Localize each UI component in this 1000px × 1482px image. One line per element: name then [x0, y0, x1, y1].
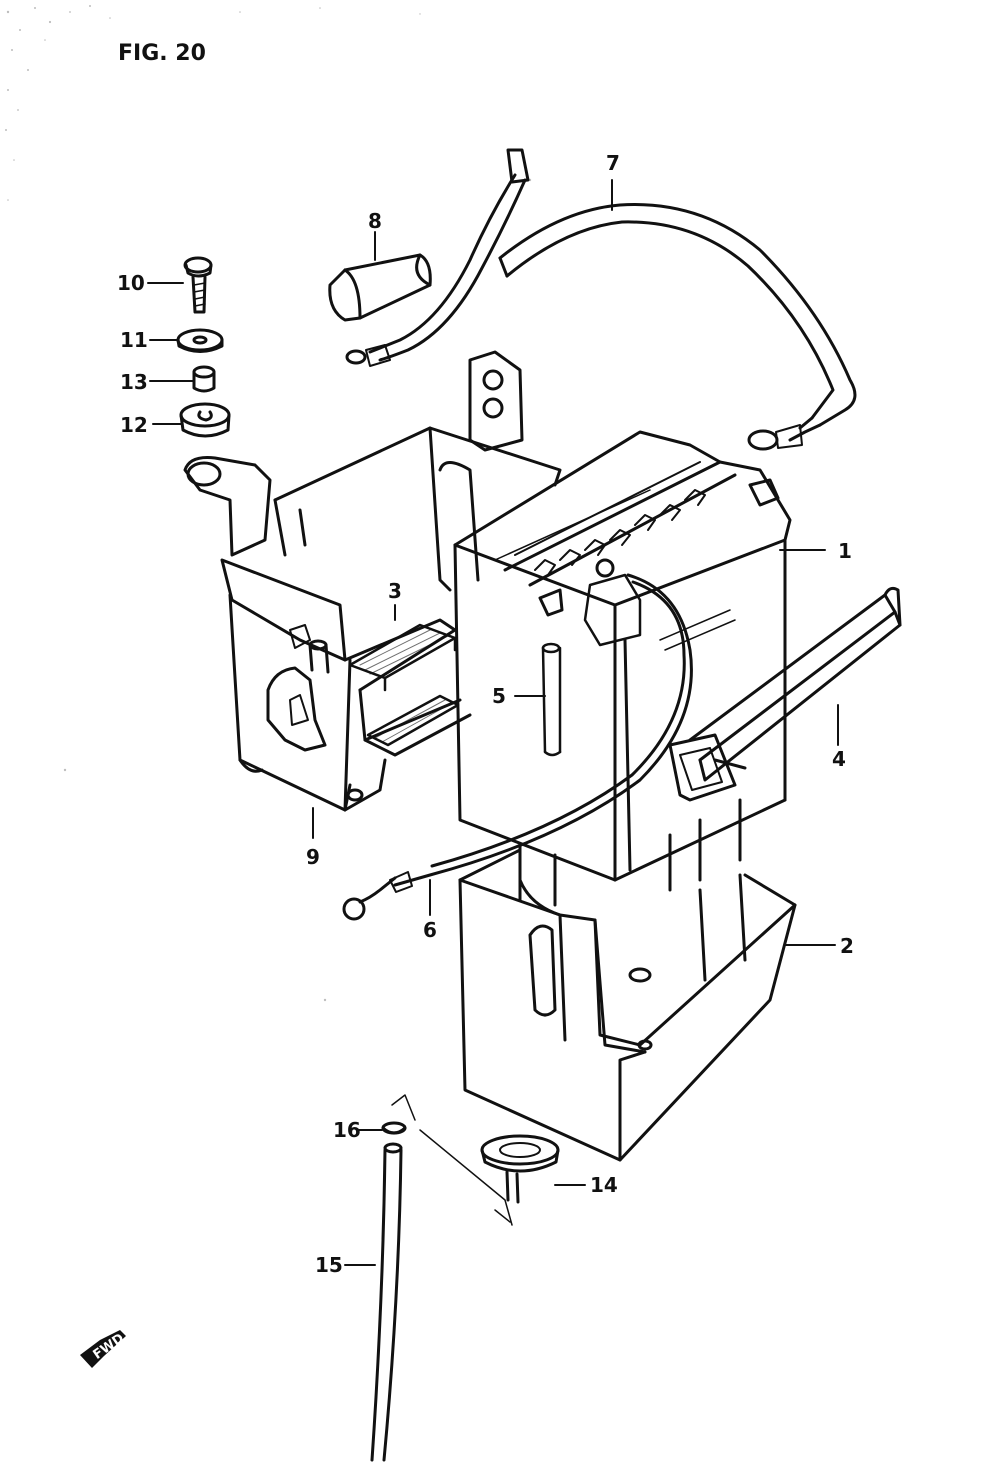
callout-1: 1 — [838, 539, 852, 563]
callout-13: 13 — [120, 370, 148, 394]
battery-holder-bracket — [183, 350, 562, 812]
callout-9: 9 — [306, 845, 320, 869]
callout-8: 8 — [368, 209, 382, 233]
figure-title: FIG. 20 — [118, 41, 206, 66]
callout-14: 14 — [590, 1173, 618, 1197]
callout-12: 12 — [120, 413, 148, 437]
positive-cable — [345, 148, 857, 451]
callout-3: 3 — [388, 579, 402, 603]
callout-5: 5 — [492, 684, 506, 708]
battery-case — [458, 848, 797, 1162]
callout-16: 16 — [333, 1118, 361, 1142]
hose-clip — [381, 1121, 407, 1135]
negative-cable — [342, 573, 693, 921]
callout-11: 11 — [120, 328, 148, 352]
callout-6: 6 — [423, 918, 437, 942]
washer — [176, 328, 224, 353]
callout-15: 15 — [315, 1253, 343, 1277]
battery-strap — [668, 586, 902, 802]
terminal-cover — [328, 253, 432, 322]
bolt — [183, 256, 213, 314]
forward-arrow-icon: FWD — [80, 1330, 127, 1368]
callout-10: 10 — [117, 271, 145, 295]
callout-7: 7 — [606, 151, 620, 175]
alignment-lines — [391, 1094, 513, 1226]
callout-2: 2 — [840, 934, 854, 958]
collar — [192, 365, 216, 393]
drain-hose — [370, 1142, 403, 1462]
rubber-pad — [348, 623, 460, 747]
breather-tube — [541, 642, 562, 757]
callout-4: 4 — [832, 747, 846, 771]
battery — [453, 430, 792, 907]
drain-fitting — [480, 1134, 560, 1204]
cushion — [179, 402, 231, 438]
